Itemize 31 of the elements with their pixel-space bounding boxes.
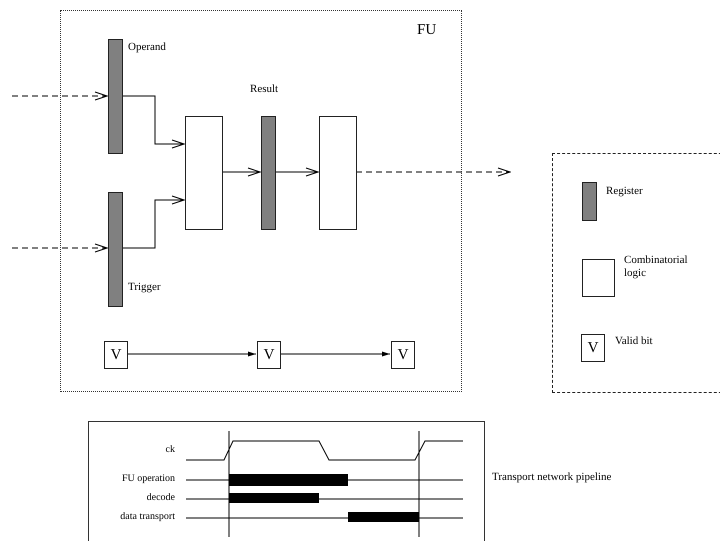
signal-label: decode: [146, 492, 175, 503]
legend-text: Valid bit: [615, 335, 654, 348]
signal-label: ck: [166, 444, 175, 455]
register-bar: [261, 116, 276, 230]
register-label: Result: [250, 83, 278, 96]
arrow: [280, 352, 390, 356]
signal-label: FU operation: [122, 473, 175, 484]
valid-bit-box: V: [104, 341, 128, 369]
arrow: [122, 96, 184, 148]
arrow: [122, 196, 184, 248]
register-label: Trigger: [128, 281, 161, 294]
signal-label: data transport: [120, 511, 175, 522]
legend-text: Combinatorial logic: [624, 254, 689, 280]
unit-title: FU: [417, 21, 436, 39]
panel-caption: Transport network pipeline: [492, 471, 612, 483]
legend-text: Register: [606, 185, 644, 198]
register-bar: [108, 192, 123, 307]
valid-bit-box: V: [581, 334, 605, 362]
logic-box: [319, 116, 357, 230]
register-bar: [108, 39, 123, 154]
functional-unit-frame: [60, 10, 462, 392]
valid-bit-box: V: [257, 341, 281, 369]
arrow: [12, 92, 108, 100]
arrow: [274, 168, 318, 176]
valid-bit-box: V: [391, 341, 415, 369]
arrow: [126, 352, 256, 356]
arrow: [356, 168, 510, 176]
arrow: [222, 168, 260, 176]
arrow: [12, 244, 108, 252]
logic-box: [185, 116, 223, 230]
register-label: Operand: [128, 41, 166, 54]
